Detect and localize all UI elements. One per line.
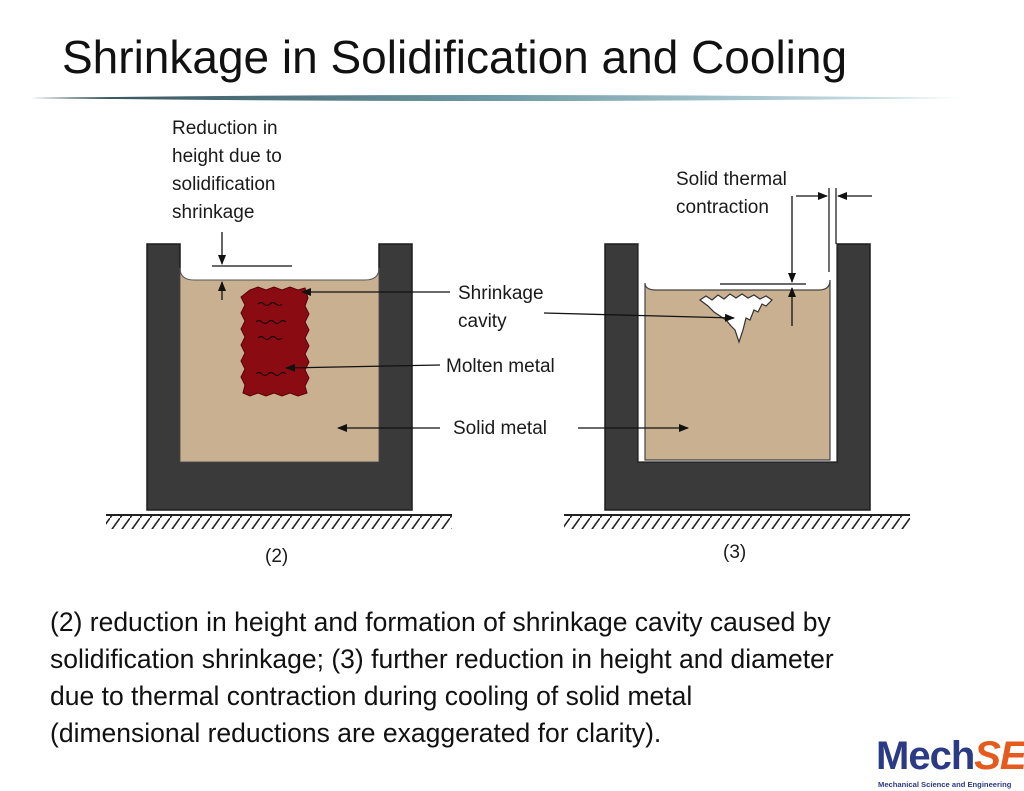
- caption: (2) reduction in height and formation of…: [50, 604, 990, 752]
- label-molten-metal: Molten metal: [446, 356, 555, 377]
- figure-label-2: (2): [265, 546, 288, 567]
- logo-wordmark: MechSE: [876, 734, 1024, 779]
- logo-se: SE: [974, 734, 1024, 778]
- caption-line: due to thermal contraction during coolin…: [50, 681, 693, 711]
- solid-metal-contracted: [644, 279, 831, 461]
- label-shrinkage-cavity-line-2: cavity: [458, 311, 507, 332]
- leader-molten-metal: [285, 363, 441, 372]
- slide-title: Shrinkage in Solidification and Cooling: [62, 31, 848, 83]
- shrinkage-cavity-region: [698, 293, 773, 344]
- annotation-thermal-line-2: contraction: [676, 197, 769, 218]
- annotation-thermal-line-1: Solid thermal: [676, 169, 787, 190]
- logo-subtitle: Mechanical Science and Engineering: [878, 780, 1012, 789]
- label-solid-metal: Solid metal: [453, 418, 547, 439]
- caption-line: solidification shrinkage; (3) further re…: [50, 644, 834, 674]
- ground-hatch: [106, 515, 452, 529]
- label-shrinkage-cavity-line-1: Shrinkage: [458, 283, 544, 304]
- annotation-height-line-2: height due to: [172, 146, 282, 167]
- annotation-height-line-4: shrinkage: [172, 202, 254, 223]
- annotation-height-line-3: solidification: [172, 174, 276, 195]
- caption-line: (dimensional reductions are exaggerated …: [50, 718, 662, 748]
- ground-hatch: [564, 515, 910, 529]
- title-underline: [30, 95, 960, 101]
- panel-2: (2): [106, 232, 452, 567]
- shrinkage-diagram: (2) Reduction in height due to solidific…: [106, 118, 910, 567]
- logo-mech: Mech: [876, 734, 975, 778]
- panel-3: (3): [564, 188, 910, 563]
- mechse-logo: MechSE Mechanical Science and Engineerin…: [876, 734, 1024, 791]
- leader-cavity-right: [543, 312, 735, 322]
- figure-label-3: (3): [723, 542, 746, 563]
- caption-line: (2) reduction in height and formation of…: [50, 607, 831, 637]
- annotation-height-line-1: Reduction in: [172, 118, 278, 139]
